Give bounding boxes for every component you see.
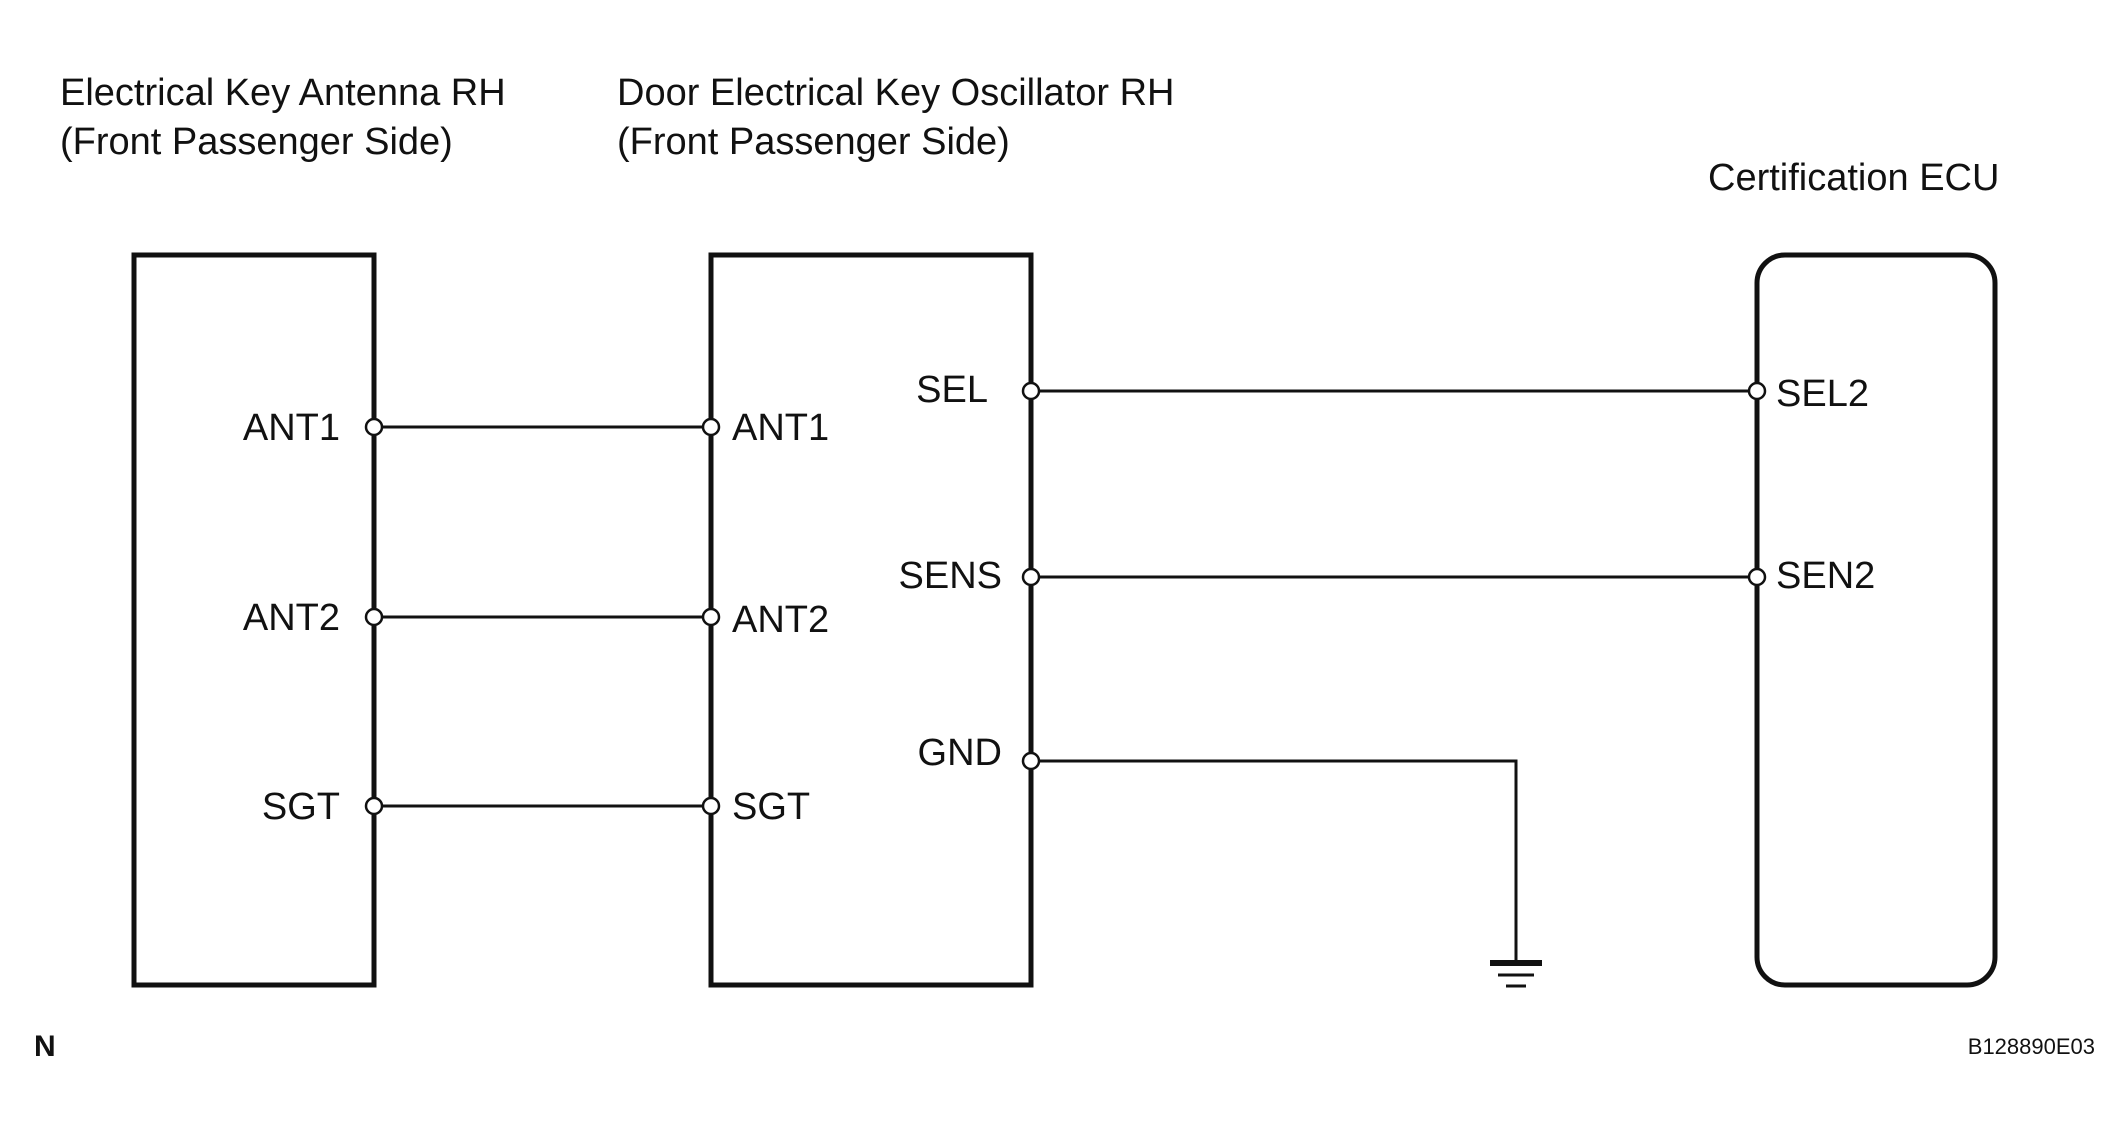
terminal-antenna-sgt bbox=[364, 796, 384, 816]
terminal-antenna-ant1 bbox=[364, 417, 384, 437]
oscillator-title-line1: Door Electrical Key Oscillator RH bbox=[617, 72, 1174, 114]
antenna-title-line1: Electrical Key Antenna RH bbox=[60, 72, 506, 114]
antenna-title-line2: (Front Passenger Side) bbox=[60, 121, 453, 163]
terminal-ecu-sen2 bbox=[1747, 567, 1767, 587]
figure-id: B128890E03 bbox=[1968, 1034, 2095, 1059]
oscillator-pin-sens: SENS bbox=[899, 555, 1002, 597]
ground-symbol bbox=[1490, 960, 1542, 988]
terminal-oscillator-sel bbox=[1021, 381, 1041, 401]
ecu-box bbox=[1754, 252, 1998, 988]
ecu-pin-sel2: SEL2 bbox=[1776, 373, 1869, 415]
oscillator-pin-sgt: SGT bbox=[732, 786, 810, 828]
antenna-pin-ant2: ANT2 bbox=[243, 597, 340, 639]
terminal-antenna-ant2 bbox=[364, 607, 384, 627]
terminal-ecu-sel2 bbox=[1747, 381, 1767, 401]
oscillator-pin-ant2: ANT2 bbox=[732, 599, 829, 641]
oscillator-pin-sel: SEL bbox=[916, 369, 988, 411]
ecu-title: Certification ECU bbox=[1708, 157, 1999, 199]
oscillator-title-line2: (Front Passenger Side) bbox=[617, 121, 1010, 163]
terminal-oscillator-ant2 bbox=[701, 607, 721, 627]
oscillator-pin-ant1: ANT1 bbox=[732, 407, 829, 449]
oscillator-pin-gnd: GND bbox=[918, 732, 1002, 774]
wire-gnd bbox=[1031, 759, 1518, 962]
terminal-oscillator-gnd bbox=[1021, 751, 1041, 771]
terminal-oscillator-ant1 bbox=[701, 417, 721, 437]
ecu-pin-sen2: SEN2 bbox=[1776, 555, 1875, 597]
terminal-oscillator-sens bbox=[1021, 567, 1041, 587]
antenna-pin-ant1: ANT1 bbox=[243, 407, 340, 449]
terminal-oscillator-sgt bbox=[701, 796, 721, 816]
footer-mark: N bbox=[34, 1030, 56, 1063]
antenna-pin-sgt: SGT bbox=[262, 786, 340, 828]
